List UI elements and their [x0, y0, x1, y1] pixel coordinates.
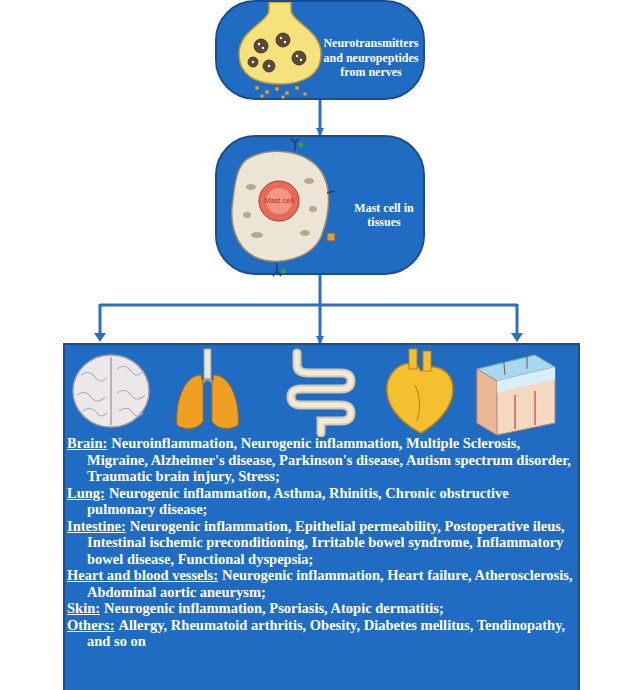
organ-heading: Intestine: [67, 518, 126, 534]
arrow-head [511, 333, 523, 342]
disease-list: Brain:Neuroinflammation, Neurogenic infl… [67, 435, 574, 650]
organ-heading: Others: [67, 617, 115, 633]
organ-entry: Lung:Neurogenic inflammation, Asthma, Rh… [67, 485, 574, 518]
organ-heading: Brain: [67, 435, 107, 451]
node-text: Mast cell in tissues [345, 201, 423, 230]
disease-text: Neuroinflammation, Neurogenic inflammati… [87, 435, 571, 484]
organ-entry: Heart and blood vessels:Neurogenic infla… [67, 567, 574, 600]
organ-entry: Others:Allergy, Rheumatoid arthritis, Ob… [67, 617, 574, 650]
organ-entry: Brain:Neuroinflammation, Neurogenic infl… [67, 435, 574, 485]
organ-heading: Heart and blood vessels: [67, 567, 218, 583]
heart-icon [387, 349, 453, 433]
intestine-icon [291, 353, 351, 433]
arrow-head [94, 333, 106, 342]
disease-text: Neurogenic inflammation, Epithelial perm… [87, 518, 565, 567]
brain-icon [73, 355, 149, 427]
organ-entry: Skin:Neurogenic inflammation, Psoriasis,… [67, 600, 574, 617]
lung-icon [177, 349, 239, 428]
flow-arrow [319, 275, 322, 343]
flow-arrow [319, 100, 322, 135]
organ-icons [65, 345, 582, 437]
organ-entry: Intestine:Neurogenic inflammation, Epith… [67, 518, 574, 568]
branch-arrows [100, 304, 517, 334]
process-box: Mast cell in tissues Mast cell [215, 135, 425, 275]
skin-icon [477, 349, 555, 435]
process-box: Neurotransmitters and neuropeptides from… [215, 0, 425, 100]
node-text: Neurotransmitters and neuropeptides from… [319, 36, 423, 79]
organ-panel: Brain:Neuroinflammation, Neurogenic infl… [63, 343, 580, 690]
disease-text: Allergy, Rheumatoid arthritis, Obesity, … [87, 617, 565, 650]
disease-text: Neurogenic inflammation, Asthma, Rhiniti… [87, 485, 509, 518]
disease-text: Neurogenic inflammation, Psoriasis, Atop… [104, 600, 444, 616]
organ-heading: Lung: [67, 485, 105, 501]
organ-heading: Skin: [67, 600, 100, 616]
cell-label: Mast cell [261, 197, 297, 205]
